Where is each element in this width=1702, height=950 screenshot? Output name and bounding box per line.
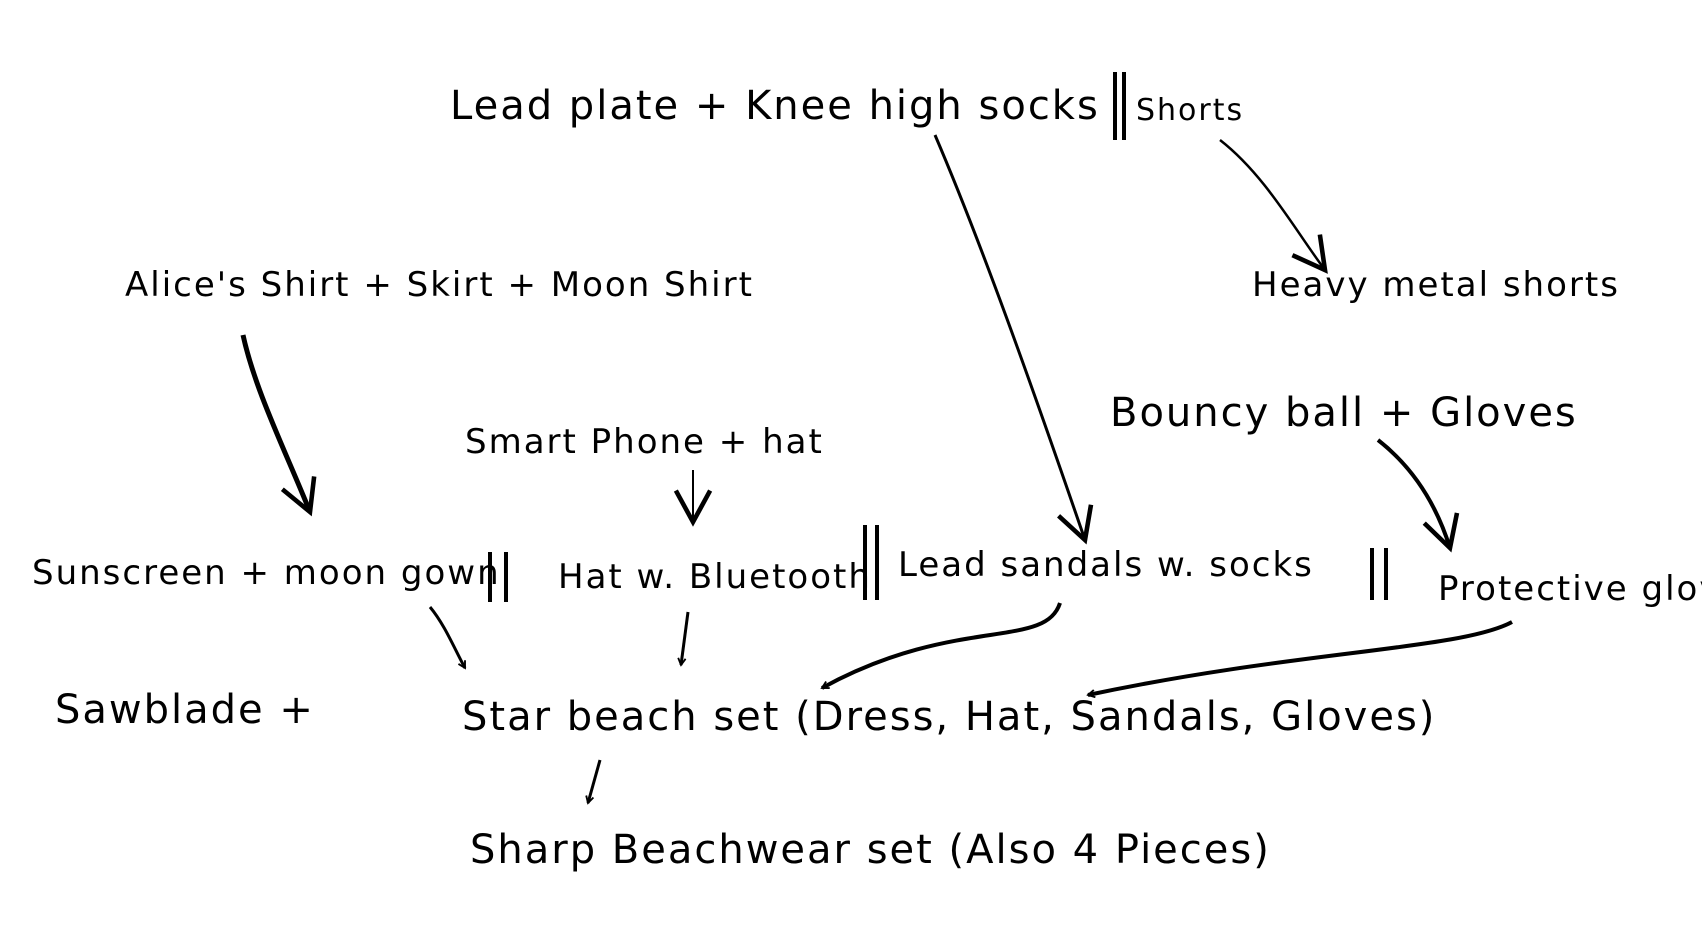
label-hat-bluetooth: Hat w. Bluetooth	[558, 557, 872, 597]
label-smart-phone-hat: Smart Phone + hat	[465, 422, 824, 462]
separator	[875, 525, 879, 600]
arrow-knee-to-lead-sandals	[933, 134, 1094, 545]
separator	[1113, 72, 1117, 140]
arrow-sandals-to-star	[822, 602, 1062, 690]
arrow-hat-to-star	[681, 611, 690, 665]
label-star-beach-set: Star beach set (Dress, Hat, Sandals, Glo…	[462, 694, 1437, 740]
separator	[1370, 548, 1374, 600]
arrow-sunscreen-to-star	[428, 606, 467, 668]
label-sawblade: Sawblade +	[55, 687, 315, 733]
arrow-gloves-to-star	[1088, 620, 1513, 695]
label-sunscreen-gown: Sunscreen + moon gown	[32, 553, 501, 593]
separator	[1122, 72, 1126, 140]
label-sharp-beachwear: Sharp Beachwear set (Also 4 Pieces)	[470, 827, 1271, 873]
label-lead-sandals: Lead sandals w. socks	[898, 545, 1314, 585]
arrow-star-to-sharp	[588, 759, 602, 803]
separator	[863, 525, 867, 600]
label-alices-shirt: Alice's Shirt + Skirt + Moon Shirt	[125, 265, 754, 305]
label-protective-gloves: Protective gloves	[1438, 569, 1702, 609]
label-shorts: Shorts	[1136, 93, 1245, 128]
label-heavy-metal-shorts: Heavy metal shorts	[1252, 265, 1620, 305]
arrow-bouncy-to-protective	[1376, 438, 1460, 553]
arrow-alices-to-sunscreen	[240, 334, 317, 517]
arrow-shorts-to-heavy-metal	[1219, 139, 1328, 274]
separator	[488, 552, 492, 602]
label-bouncy-ball: Bouncy ball + Gloves	[1110, 390, 1578, 436]
separator	[1384, 548, 1388, 600]
label-lead-plate: Lead plate + Knee high socks	[450, 83, 1100, 129]
separator	[504, 552, 508, 602]
